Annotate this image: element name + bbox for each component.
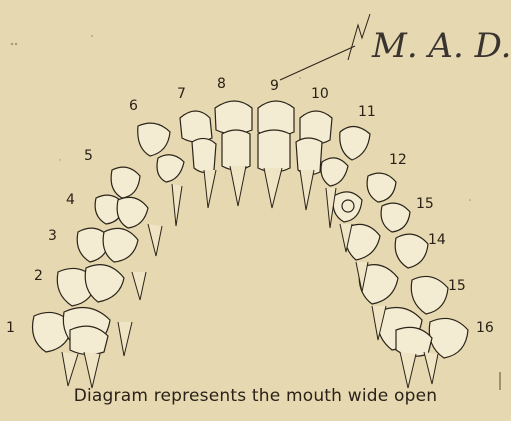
tooth-number-6: 6 bbox=[129, 98, 138, 114]
pencil-stroke bbox=[348, 14, 370, 60]
small-cusp-right bbox=[342, 200, 354, 212]
tooth-number-8: 8 bbox=[217, 76, 226, 92]
tooth-11 bbox=[340, 126, 370, 160]
lower-canine-left bbox=[157, 155, 184, 182]
tooth-12 bbox=[367, 173, 396, 202]
root-l2 bbox=[84, 352, 100, 388]
tooth-7 bbox=[180, 111, 212, 142]
lower-premolar-left-1 bbox=[117, 197, 148, 228]
pointer-stroke bbox=[280, 46, 355, 80]
root-b bbox=[230, 166, 246, 206]
lower-incisor-4 bbox=[296, 138, 322, 175]
tooth-8 bbox=[215, 101, 252, 134]
lower-premolar-left-2 bbox=[103, 228, 138, 262]
tooth-number-1: 1 bbox=[6, 320, 15, 336]
left-molars bbox=[33, 167, 183, 388]
tooth-14 bbox=[395, 234, 428, 268]
tooth-number-15b: 15 bbox=[448, 278, 466, 294]
root-a bbox=[204, 170, 216, 208]
root-c bbox=[264, 168, 282, 208]
tooth-number-12: 12 bbox=[389, 152, 407, 168]
root-l1 bbox=[62, 352, 78, 386]
lower-incisor-1 bbox=[192, 138, 216, 172]
tooth-16 bbox=[429, 318, 468, 358]
tooth-number-4: 4 bbox=[66, 192, 75, 208]
lower-canine-right bbox=[321, 158, 348, 186]
handwritten-initials: M. A. D. bbox=[280, 14, 511, 80]
tooth-6 bbox=[138, 123, 170, 156]
right-molars bbox=[326, 173, 468, 388]
tooth-5 bbox=[111, 167, 140, 198]
root-l6 bbox=[172, 184, 182, 226]
root-l3 bbox=[118, 322, 132, 356]
tooth-15-lower bbox=[411, 276, 448, 314]
tooth-number-11: 11 bbox=[358, 104, 376, 120]
tooth-number-3: 3 bbox=[48, 228, 57, 244]
tooth-number-5: 5 bbox=[84, 148, 93, 164]
root-r2 bbox=[424, 352, 438, 384]
tooth-number-7: 7 bbox=[177, 86, 186, 102]
handwritten-initials-text: M. A. D. bbox=[371, 26, 511, 66]
root-d bbox=[300, 170, 314, 210]
root-l4 bbox=[132, 272, 146, 300]
tooth-number-10: 10 bbox=[311, 86, 329, 102]
tooth-number-16: 16 bbox=[476, 320, 494, 336]
lower-molar-left-1 bbox=[85, 265, 124, 302]
lower-incisor-2 bbox=[222, 130, 250, 170]
tooth-number-14: 14 bbox=[428, 232, 446, 248]
root-l5 bbox=[148, 224, 162, 256]
tooth-15-upper bbox=[381, 203, 410, 232]
tooth-number-9: 9 bbox=[270, 78, 279, 94]
root-r1 bbox=[400, 352, 416, 388]
lower-molar-right-3 bbox=[396, 327, 432, 356]
tooth-number-2: 2 bbox=[34, 268, 43, 284]
diagram-caption: Diagram represents the mouth wide open bbox=[0, 386, 511, 406]
tooth-number-15a: 15 bbox=[416, 196, 434, 212]
lower-incisor-3 bbox=[258, 130, 290, 172]
